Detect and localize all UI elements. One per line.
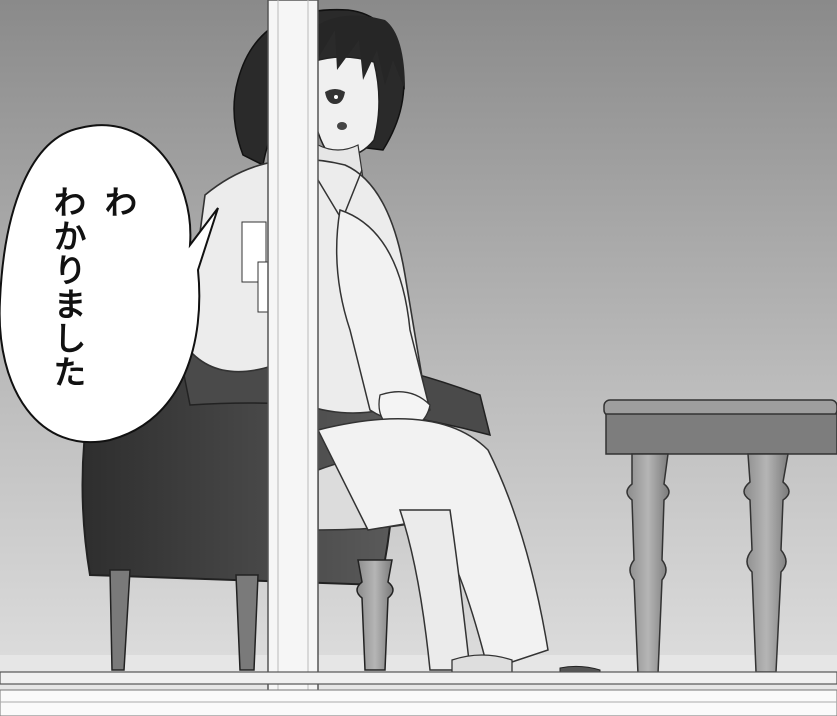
speech-bubble: [0, 124, 219, 443]
side-table: [603, 399, 837, 675]
speech-line-1: わ: [99, 185, 138, 219]
speech-line-2: わかりました: [48, 185, 87, 389]
